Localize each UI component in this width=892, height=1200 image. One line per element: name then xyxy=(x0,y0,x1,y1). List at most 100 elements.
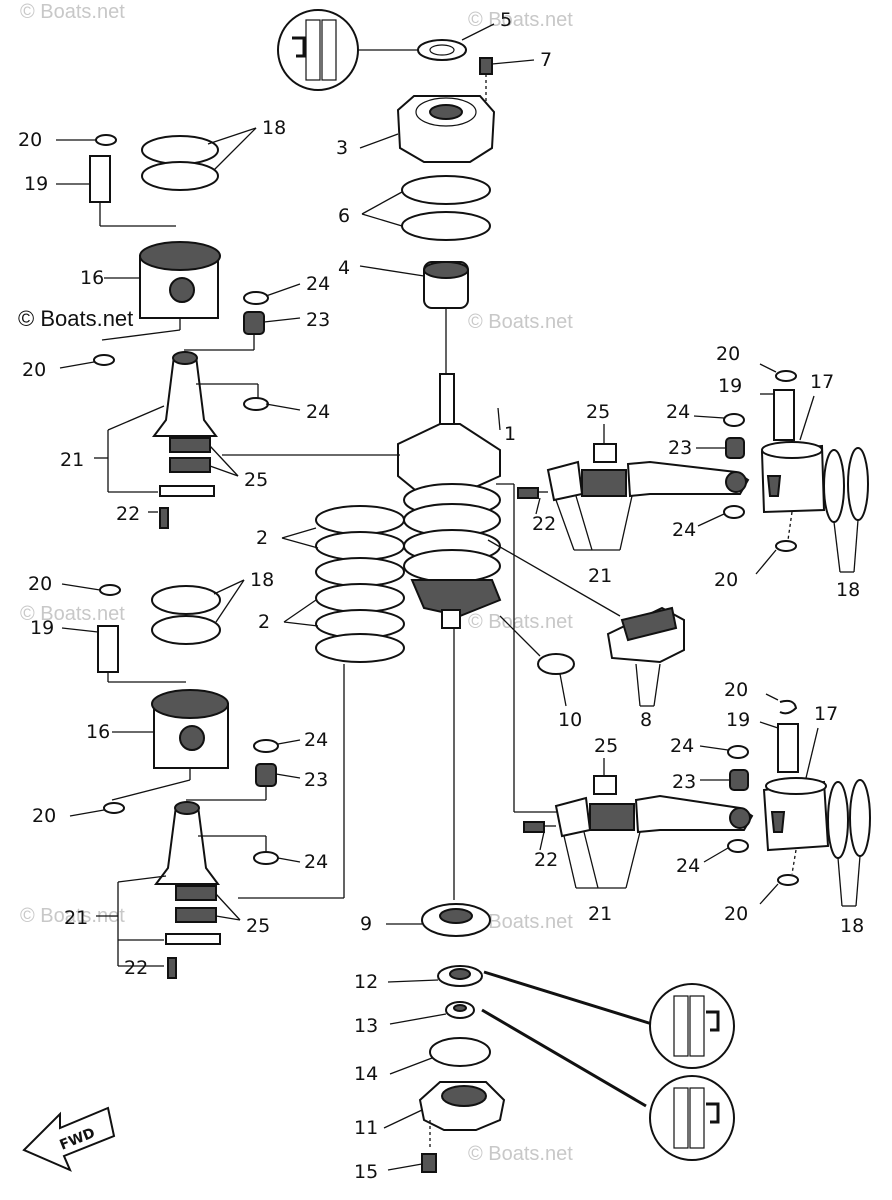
rod-small-end xyxy=(725,471,747,493)
leader xyxy=(207,127,257,145)
callout: 8 xyxy=(640,709,652,731)
callout: 19 xyxy=(726,709,750,731)
callout: 24 xyxy=(306,401,330,423)
shaft-detail xyxy=(673,1087,689,1149)
small-end-bearing xyxy=(725,437,745,459)
leader xyxy=(491,59,535,65)
housing-bore xyxy=(415,97,477,127)
watermark: © Boats.net xyxy=(468,311,573,333)
lower-housing-assembly xyxy=(383,903,735,1173)
circlip xyxy=(775,370,797,382)
callout: 4 xyxy=(338,257,350,279)
piston-crown xyxy=(139,241,221,271)
piston-ring xyxy=(141,135,219,165)
leader xyxy=(499,615,541,657)
callout: 2 xyxy=(256,527,268,549)
rod-cap xyxy=(165,933,221,945)
leader xyxy=(361,191,403,215)
callout: 15 xyxy=(354,1161,378,1183)
shaft-detail xyxy=(689,995,705,1057)
leader xyxy=(853,519,859,573)
leader xyxy=(805,727,819,779)
callout: 20 xyxy=(32,805,56,827)
leader xyxy=(387,979,439,983)
washer xyxy=(727,839,749,853)
callout: 24 xyxy=(304,729,328,751)
callout: 21 xyxy=(588,903,612,925)
crankpin-bearing xyxy=(169,437,211,453)
callout: 23 xyxy=(668,437,692,459)
washer xyxy=(243,291,269,305)
callout: 24 xyxy=(672,519,696,541)
piston-pin-boss xyxy=(770,811,786,833)
rod-bolt xyxy=(159,507,169,529)
leader xyxy=(213,127,257,171)
leader xyxy=(277,739,301,745)
small-end-bearing xyxy=(243,311,265,335)
callout: 12 xyxy=(354,971,378,993)
piston-crown xyxy=(151,689,229,719)
leader xyxy=(101,329,181,341)
leader xyxy=(535,497,541,515)
piston-ring xyxy=(315,505,405,535)
leader xyxy=(693,415,725,419)
callout: 10 xyxy=(558,709,582,731)
leader xyxy=(765,693,779,701)
leader xyxy=(215,579,245,623)
leader xyxy=(799,395,815,441)
bearing-tab xyxy=(593,775,617,795)
oil-seal-inner xyxy=(429,44,455,56)
callout: 22 xyxy=(124,957,148,979)
piston-ring xyxy=(151,585,221,615)
shaft-detail xyxy=(673,995,689,1057)
connecting-rod xyxy=(154,805,220,885)
callout: 23 xyxy=(306,309,330,331)
leader xyxy=(383,1109,423,1129)
piston-pin xyxy=(97,625,119,673)
piston-ring xyxy=(315,557,405,587)
leader xyxy=(787,511,793,541)
shaft-detail xyxy=(305,19,321,81)
crank-web xyxy=(397,423,501,495)
watermark: © Boats.net xyxy=(20,603,125,625)
leader xyxy=(563,835,577,889)
shaft-detail xyxy=(689,1087,705,1149)
piston-assembly-upper-left xyxy=(56,127,301,529)
watermark: © Boats.net xyxy=(468,911,573,933)
piston-ring xyxy=(141,161,219,191)
piston-assembly-lower-left xyxy=(61,579,301,979)
callout: 6 xyxy=(338,205,350,227)
piston-ring xyxy=(823,449,845,523)
rod-small-end xyxy=(174,801,200,815)
circlip xyxy=(775,540,797,552)
rod-small-end xyxy=(172,351,198,365)
leader xyxy=(389,1057,433,1075)
bolt xyxy=(479,57,493,75)
callout: 3 xyxy=(336,137,348,159)
upper-bearing-housing xyxy=(396,95,496,163)
ball-bearing-race xyxy=(439,908,473,924)
main-bearing-parts xyxy=(487,539,685,707)
leader xyxy=(759,363,777,373)
callout: 20 xyxy=(724,903,748,925)
circlip xyxy=(93,354,115,366)
leader xyxy=(833,521,841,573)
circlip xyxy=(99,584,121,596)
leader xyxy=(487,539,621,617)
rod-bolt xyxy=(517,487,539,499)
callout: 17 xyxy=(814,703,838,725)
o-ring xyxy=(401,211,491,241)
piston-assembly-lower-right xyxy=(523,693,871,907)
callout: 24 xyxy=(304,851,328,873)
leader xyxy=(213,579,245,595)
leader xyxy=(555,499,575,551)
connecting-rod xyxy=(152,355,218,437)
needle-bearing-rollers xyxy=(423,261,469,279)
piston-ring xyxy=(827,781,849,859)
leader xyxy=(483,970,653,1026)
piston-crown xyxy=(761,441,823,459)
washer xyxy=(253,851,279,865)
callout: 16 xyxy=(86,721,110,743)
leader xyxy=(69,809,105,817)
